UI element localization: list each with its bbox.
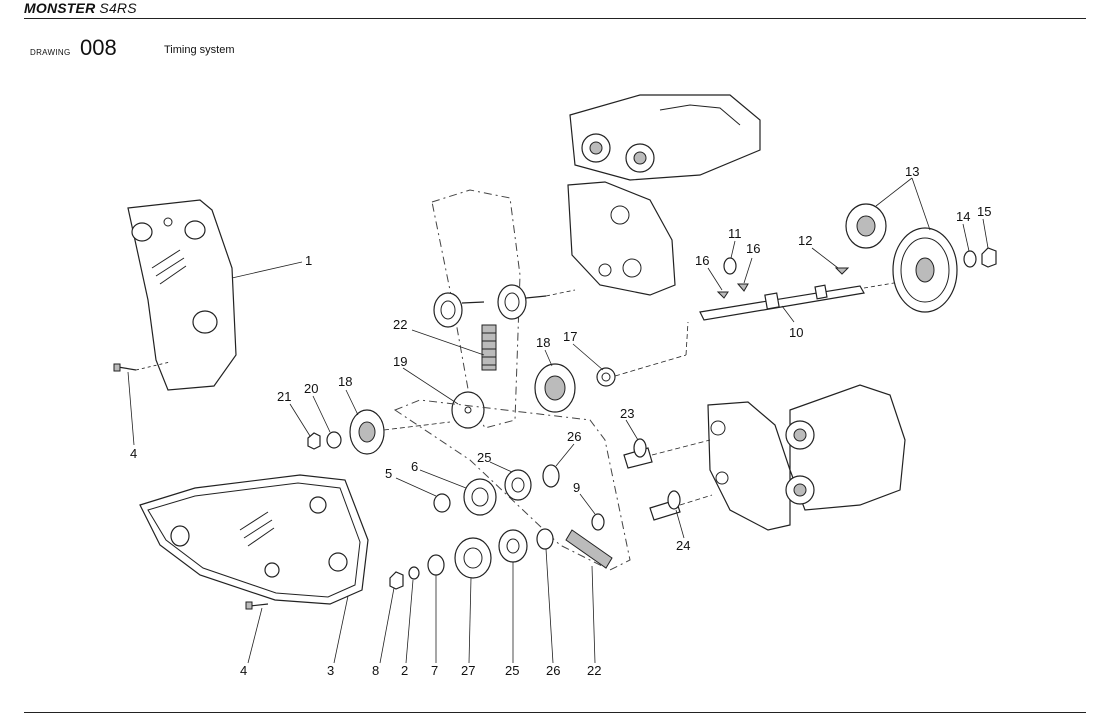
upper-belt-cover [127,199,237,391]
spacer-17 [596,321,689,387]
rear-head-plate [567,181,676,296]
timing-gear-large [892,227,958,313]
callout-13: 13 [905,164,919,179]
washer-9 [591,513,605,531]
bearing-25b [498,529,528,563]
woodruff-key-16a [716,291,729,299]
callout-26-upper: 26 [567,429,581,444]
tensioner-stud-24 [649,490,713,521]
cover-screw-lower [245,601,269,610]
key-12 [834,267,850,275]
belt-section-upper [481,324,497,371]
tensioner-stud-23 [623,438,711,469]
callout-16-right: 16 [746,241,760,256]
callout-23: 23 [620,406,634,421]
callout-27: 27 [461,663,475,678]
brand-model: S4RS [99,0,137,16]
callout-18-left: 18 [338,374,352,389]
pulley-flange [451,391,485,429]
nut-15 [981,247,997,268]
bearing-25a [504,469,532,501]
rear-idler-pulley [433,292,485,328]
callout-22-lower: 22 [587,663,601,678]
idler-pulley-27 [454,537,492,579]
circlip-26a [542,464,560,488]
callout-3: 3 [327,663,334,678]
callout-1: 1 [305,253,312,268]
callout-9: 9 [573,480,580,495]
callout-20: 20 [304,381,318,396]
bolt-5 [433,493,451,513]
callout-10: 10 [789,325,803,340]
drawing-title: Timing system [164,44,235,56]
footer-divider [24,712,1086,713]
washer-20 [326,431,342,449]
rear-cylinder-head [569,94,761,181]
callout-25-lower: 25 [505,663,519,678]
idler-pulley-6 [463,478,497,516]
callout-4-upper: 4 [130,446,137,461]
callout-11: 11 [728,226,742,241]
drawing-label: DRAWING [30,48,71,57]
upper-timing-belt [431,189,521,429]
camshaft-pulley-left [349,409,451,455]
lower-timing-belt [393,399,631,571]
brand-name: MONSTER [24,0,96,16]
callout-24: 24 [676,538,690,553]
callout-19: 19 [393,354,407,369]
callout-26-lower: 26 [546,663,560,678]
timing-gear-small [845,203,887,249]
circlip-26b [536,528,554,550]
callout-22-upper: 22 [393,317,407,332]
callout-12: 12 [798,233,812,248]
callout-14: 14 [956,209,970,224]
drawing-number: 008 [80,35,117,60]
camshaft-pulley-right [534,363,576,413]
rear-tensioner-pulley [497,284,576,320]
leader-lines [127,177,989,664]
nut-8 [389,571,404,590]
callout-7: 7 [431,663,438,678]
callout-15: 15 [977,204,991,219]
woodruff-key-16b [736,283,749,292]
callout-6: 6 [411,459,418,474]
callout-17: 17 [563,329,577,344]
washer-2 [408,566,420,580]
washer-14 [963,250,977,268]
cover-screw-upper [113,361,171,372]
circlip-11 [723,257,737,275]
callout-16-left: 16 [695,253,709,268]
callout-5: 5 [385,466,392,481]
callout-18-right: 18 [536,335,550,350]
front-cylinder-head [785,384,906,511]
lower-belt-cover [139,474,369,605]
callout-21: 21 [277,389,291,404]
callout-25-upper: 25 [477,450,491,465]
header-divider [24,18,1086,19]
eccentric-7 [427,554,445,576]
belt-section-lower [565,529,613,569]
front-head-plate [707,401,791,531]
callout-2: 2 [401,663,408,678]
nut-21 [307,432,321,450]
callout-4-lower: 4 [240,663,247,678]
callout-8: 8 [372,663,379,678]
camshaft [699,281,901,321]
